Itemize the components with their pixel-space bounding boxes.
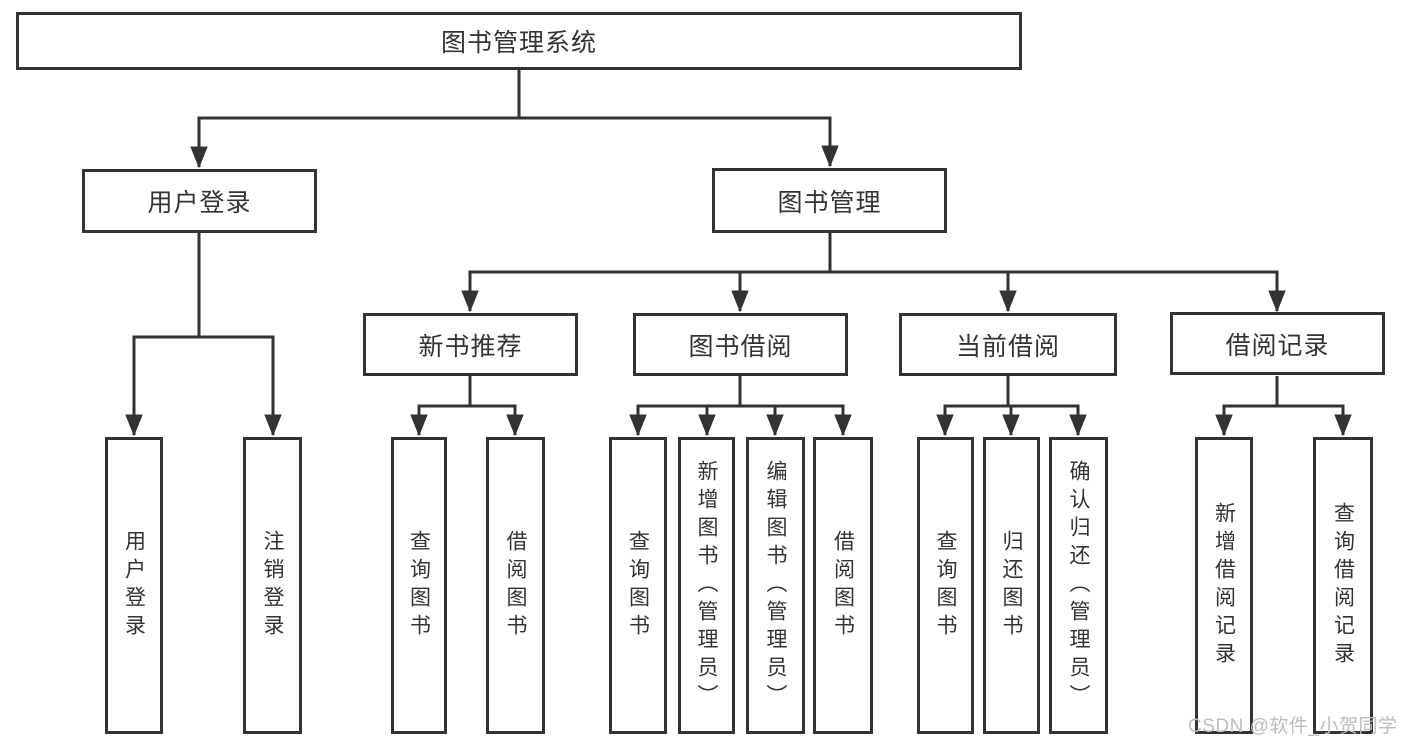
- node-user-login: 用户登录: [82, 169, 317, 233]
- leaf-record-query: 查询借阅记录: [1313, 437, 1373, 734]
- node-root: 图书管理系统: [16, 12, 1022, 70]
- leaf-current-confirm-return: 确认归还（管理员）: [1049, 437, 1108, 734]
- leaf-borrow-edit-book-label: 编辑图书（管理员）: [764, 459, 787, 712]
- leaf-current-query-book: 查询图书: [917, 437, 974, 734]
- leaf-current-return-book-label: 归还图书: [1000, 529, 1023, 642]
- leaf-logout: 注销登录: [243, 437, 302, 734]
- leaf-borrow-add-book-label: 新增图书（管理员）: [695, 459, 718, 712]
- node-root-label: 图书管理系统: [440, 29, 597, 57]
- node-current-borrow: 当前借阅: [899, 313, 1117, 376]
- leaf-current-query-book-label: 查询图书: [934, 529, 957, 642]
- leaf-current-confirm-return-label: 确认归还（管理员）: [1067, 459, 1090, 712]
- connector-book-management: [469, 233, 1279, 311]
- node-book-management: 图书管理: [712, 168, 947, 233]
- leaf-record-query-label: 查询借阅记录: [1331, 501, 1355, 670]
- node-new-book-recommend: 新书推荐: [363, 313, 578, 376]
- node-book-borrow-label: 图书借阅: [688, 332, 793, 361]
- connector-root: [198, 70, 832, 167]
- leaf-borrow-borrow-book-label: 借阅图书: [831, 529, 855, 642]
- watermark-text: CSDN @软件_小贺同学: [1188, 716, 1398, 737]
- leaf-record-add-label: 新增借阅记录: [1212, 501, 1236, 670]
- node-book-borrow: 图书借阅: [633, 313, 848, 376]
- leaf-recommend-borrow-book: 借阅图书: [486, 437, 545, 734]
- connector-user-login: [133, 233, 275, 435]
- node-borrow-record: 借阅记录: [1170, 312, 1385, 375]
- leaf-borrow-query-book-label: 查询图书: [626, 529, 650, 642]
- leaf-record-add: 新增借阅记录: [1195, 437, 1253, 734]
- leaf-recommend-borrow-book-label: 借阅图书: [504, 529, 527, 642]
- leaf-borrow-borrow-book: 借阅图书: [813, 437, 873, 734]
- node-current-borrow-label: 当前借阅: [955, 332, 1060, 361]
- leaf-recommend-query-book: 查询图书: [391, 437, 447, 734]
- node-new-book-recommend-label: 新书推荐: [418, 332, 523, 361]
- leaf-borrow-edit-book: 编辑图书（管理员）: [746, 437, 805, 734]
- connector-new-book-recommend: [418, 376, 517, 435]
- node-book-management-label: 图书管理: [777, 188, 882, 217]
- leaf-user-login-label: 用户登录: [122, 529, 146, 642]
- node-borrow-record-label: 借阅记录: [1225, 331, 1330, 360]
- node-user-login-label: 用户登录: [147, 189, 252, 217]
- connector-borrow-record: [1223, 376, 1345, 435]
- leaf-recommend-query-book-label: 查询图书: [407, 529, 431, 642]
- leaf-logout-label: 注销登录: [261, 529, 284, 642]
- leaf-borrow-add-book: 新增图书（管理员）: [678, 437, 735, 734]
- leaf-user-login: 用户登录: [105, 437, 163, 734]
- leaf-borrow-query-book: 查询图书: [609, 437, 667, 734]
- leaf-current-return-book: 归还图书: [983, 437, 1040, 734]
- connector-current-borrow: [944, 376, 1080, 435]
- connector-book-borrow: [637, 376, 845, 435]
